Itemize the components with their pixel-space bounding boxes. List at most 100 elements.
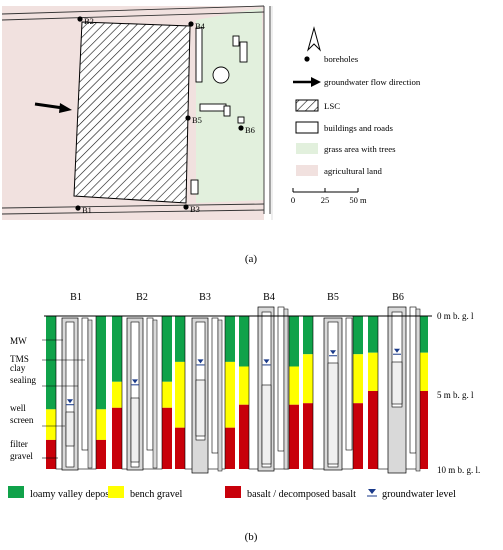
building-annex [223, 105, 231, 117]
profile-b5: B5 [303, 292, 363, 471]
layer-loamy-right-b2 [162, 316, 172, 382]
profile-header-b3: B3 [199, 292, 211, 303]
groundwater-marker-b5 [330, 350, 336, 355]
legend-item-lsc: LSC [295, 99, 340, 112]
legend-item-buildings: buildings and roads [295, 121, 393, 134]
layer-basalt-right-b2 [162, 407, 172, 469]
panel-a-label: (a) [245, 253, 258, 265]
tms-tube-b6 [409, 306, 417, 454]
tms-tube-b3 [211, 317, 219, 454]
scale-tick-50: 50 m [349, 195, 367, 205]
legend-label-lsc: LSC [324, 101, 340, 111]
building-round [212, 66, 230, 84]
layer-bench-left-b2 [112, 381, 122, 408]
profile-header-b4: B4 [263, 292, 275, 303]
profile-legend-item-loamy: loamy valley deposits [8, 486, 119, 500]
layer-loamy-left-b6 [368, 316, 378, 353]
building-tiny [237, 116, 245, 124]
profile-legend-label-groundwater: groundwater level [382, 489, 456, 500]
borehole-label-b3: B3 [190, 204, 200, 214]
layer-loamy-right-b5 [353, 316, 363, 355]
tms-tube-b5 [345, 317, 353, 451]
layer-basalt-right-b5 [353, 403, 363, 469]
road-north [1, 5, 265, 15]
borehole-marker-b1 [75, 205, 81, 211]
legend-symbol-outline [295, 121, 319, 134]
building-long [199, 103, 227, 112]
well-screen-b2 [130, 397, 140, 463]
scale-tick-25: 25 [321, 195, 330, 205]
legend-symbol-grass [296, 143, 318, 154]
road-south-edge [1, 209, 265, 215]
component-label-0: MW [10, 336, 27, 346]
tms-gravel-b3 [217, 319, 223, 472]
borehole-marker-b5 [185, 115, 191, 121]
legend-symbol-borehole [304, 56, 310, 62]
road-north-edge [1, 11, 265, 21]
groundwater-marker-b4 [263, 359, 270, 364]
layer-loamy-left-b4 [239, 316, 249, 367]
tms-tube-b4 [277, 306, 285, 452]
borehole-label-b2: B2 [84, 16, 94, 26]
profile-legend-item-bench: bench gravel [108, 486, 182, 500]
groundwater-marker-b1 [67, 399, 73, 404]
tms-gravel-b2 [152, 319, 158, 469]
depth-label-5: 5 m b. g. l [437, 390, 474, 400]
legend-symbol-hatch [295, 99, 319, 112]
layer-basalt-left-b4 [239, 404, 249, 469]
scale-bar: 0 25 50 m [291, 188, 367, 205]
legend-label-flow: groundwater flow direction [324, 77, 421, 87]
flow-arrow-head [59, 103, 72, 113]
profile-legend-label-bench: bench gravel [130, 489, 182, 500]
tms-gravel-b1 [87, 319, 93, 469]
layer-loamy-left-b2 [112, 316, 122, 382]
layer-basalt-left-b2 [112, 407, 122, 469]
well-screen-b1 [65, 411, 75, 447]
layer-bench-left-b3 [175, 361, 185, 428]
layer-loamy-left-b1 [46, 316, 56, 410]
profile-b4: B4 [239, 292, 299, 472]
borehole-marker-b3 [183, 204, 189, 210]
layer-basalt-right-b4 [289, 404, 299, 469]
legend-label-boreholes: boreholes [324, 54, 359, 64]
borehole-marker-b6 [238, 125, 244, 131]
road-south [1, 203, 265, 209]
profile-header-b2: B2 [136, 292, 148, 303]
layer-bench-right-b5 [353, 354, 363, 404]
layer-basalt-left-b6 [368, 390, 378, 469]
well-screen-b4 [261, 384, 272, 465]
layer-basalt-right-b1 [96, 439, 106, 469]
component-label-1: TMS [10, 354, 29, 364]
profile-legend-item-groundwater: groundwater level [367, 489, 456, 500]
tms-gravel-b6 [415, 308, 421, 472]
legend-label-buildings: buildings and roads [324, 123, 393, 133]
building-small-2 [239, 41, 248, 63]
layer-loamy-left-b5 [303, 316, 313, 355]
depth-label-10: 10 m b. g. l. [437, 465, 480, 475]
layer-basalt-left-b3 [175, 427, 185, 469]
borehole-marker-b2 [77, 16, 83, 22]
layer-bench-right-b6 [418, 352, 428, 391]
borehole-profiles: B1 B2 B3 B4 B5 B6 [46, 292, 428, 474]
legend-symbol-agri [296, 165, 318, 176]
profile-header-b1: B1 [70, 292, 82, 303]
profile-legend-swatch-bench [108, 486, 124, 498]
depth-label-0: 0 m b. g. l [437, 311, 474, 321]
legend-item-agri: agricultural land [296, 165, 382, 176]
layer-bench-left-b5 [303, 354, 313, 404]
layer-bench-left-b1 [46, 409, 56, 440]
profile-b1: B1 [46, 292, 106, 471]
layer-bench-right-b2 [162, 381, 172, 408]
well-casing-b1 [65, 321, 75, 468]
profile-header-b5: B5 [327, 292, 339, 303]
layer-basalt-right-b3 [225, 427, 235, 469]
profile-header-b6: B6 [392, 292, 404, 303]
building-small-1 [232, 35, 240, 47]
borehole-marker-b4 [188, 21, 194, 27]
